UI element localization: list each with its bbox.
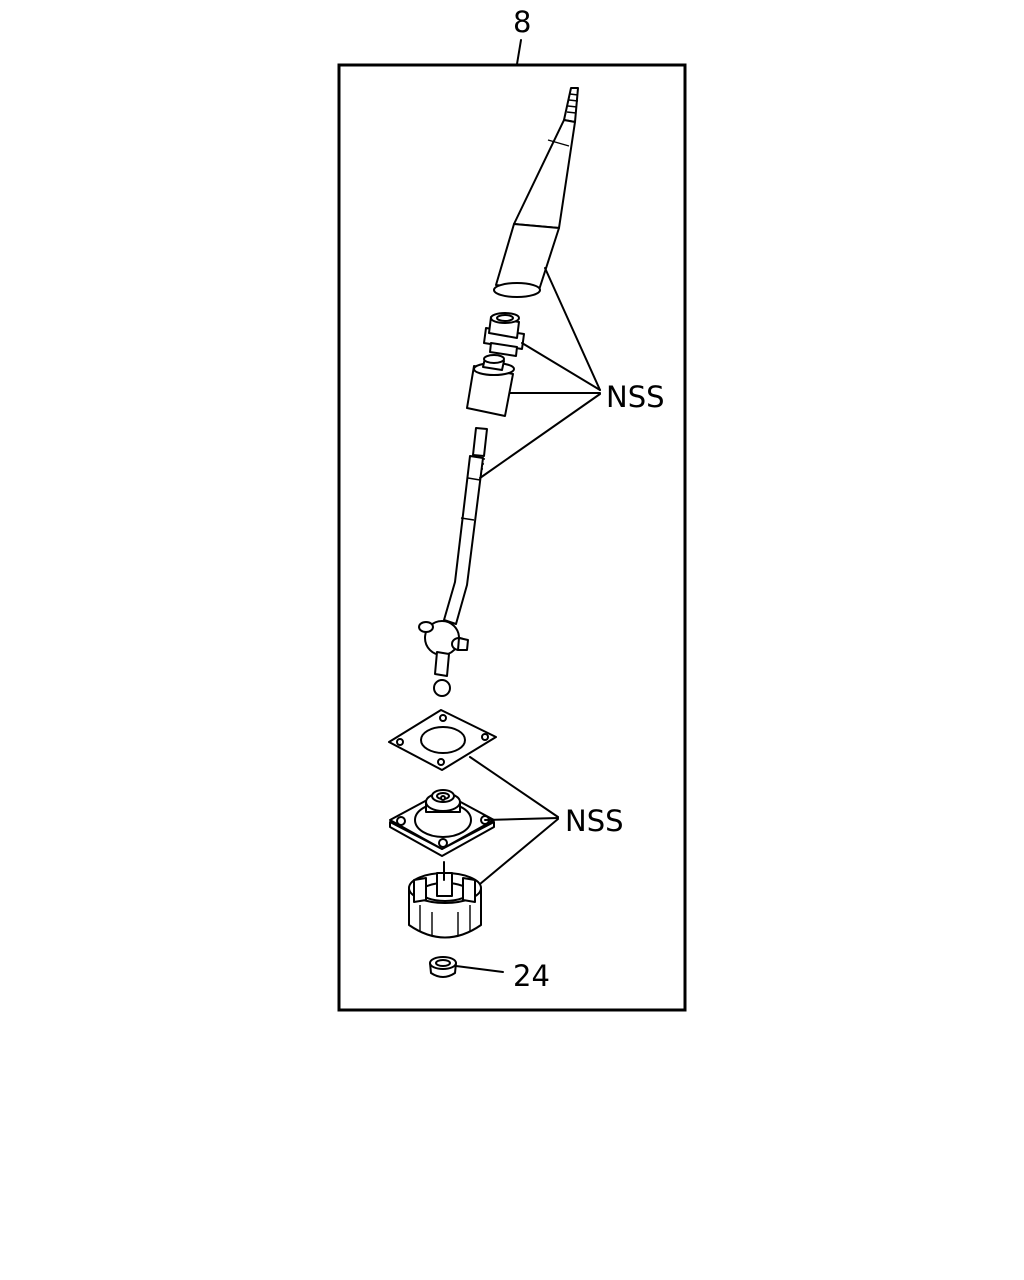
- shift-knob: [493, 87, 579, 298]
- part-24-leader: [455, 965, 504, 973]
- shift-lever: [418, 427, 488, 697]
- nss-lower-leaders: [469, 756, 559, 885]
- assembly-frame: [337, 63, 687, 1012]
- lever-retainer: [408, 861, 482, 939]
- part-24-label: 24: [513, 959, 550, 993]
- knob-collar: [466, 354, 515, 417]
- lever-gasket: [388, 709, 497, 771]
- nss-upper-label: NSS: [606, 380, 665, 414]
- part-24-bushing: [429, 956, 457, 978]
- nss-lower-label: NSS: [565, 804, 624, 838]
- nss-upper-leaders: [479, 267, 601, 479]
- assembly-callout-8: 8: [513, 5, 531, 39]
- lever-housing: [389, 789, 495, 857]
- assembly-leader-line: [516, 39, 522, 65]
- knob-bushing: [483, 312, 525, 357]
